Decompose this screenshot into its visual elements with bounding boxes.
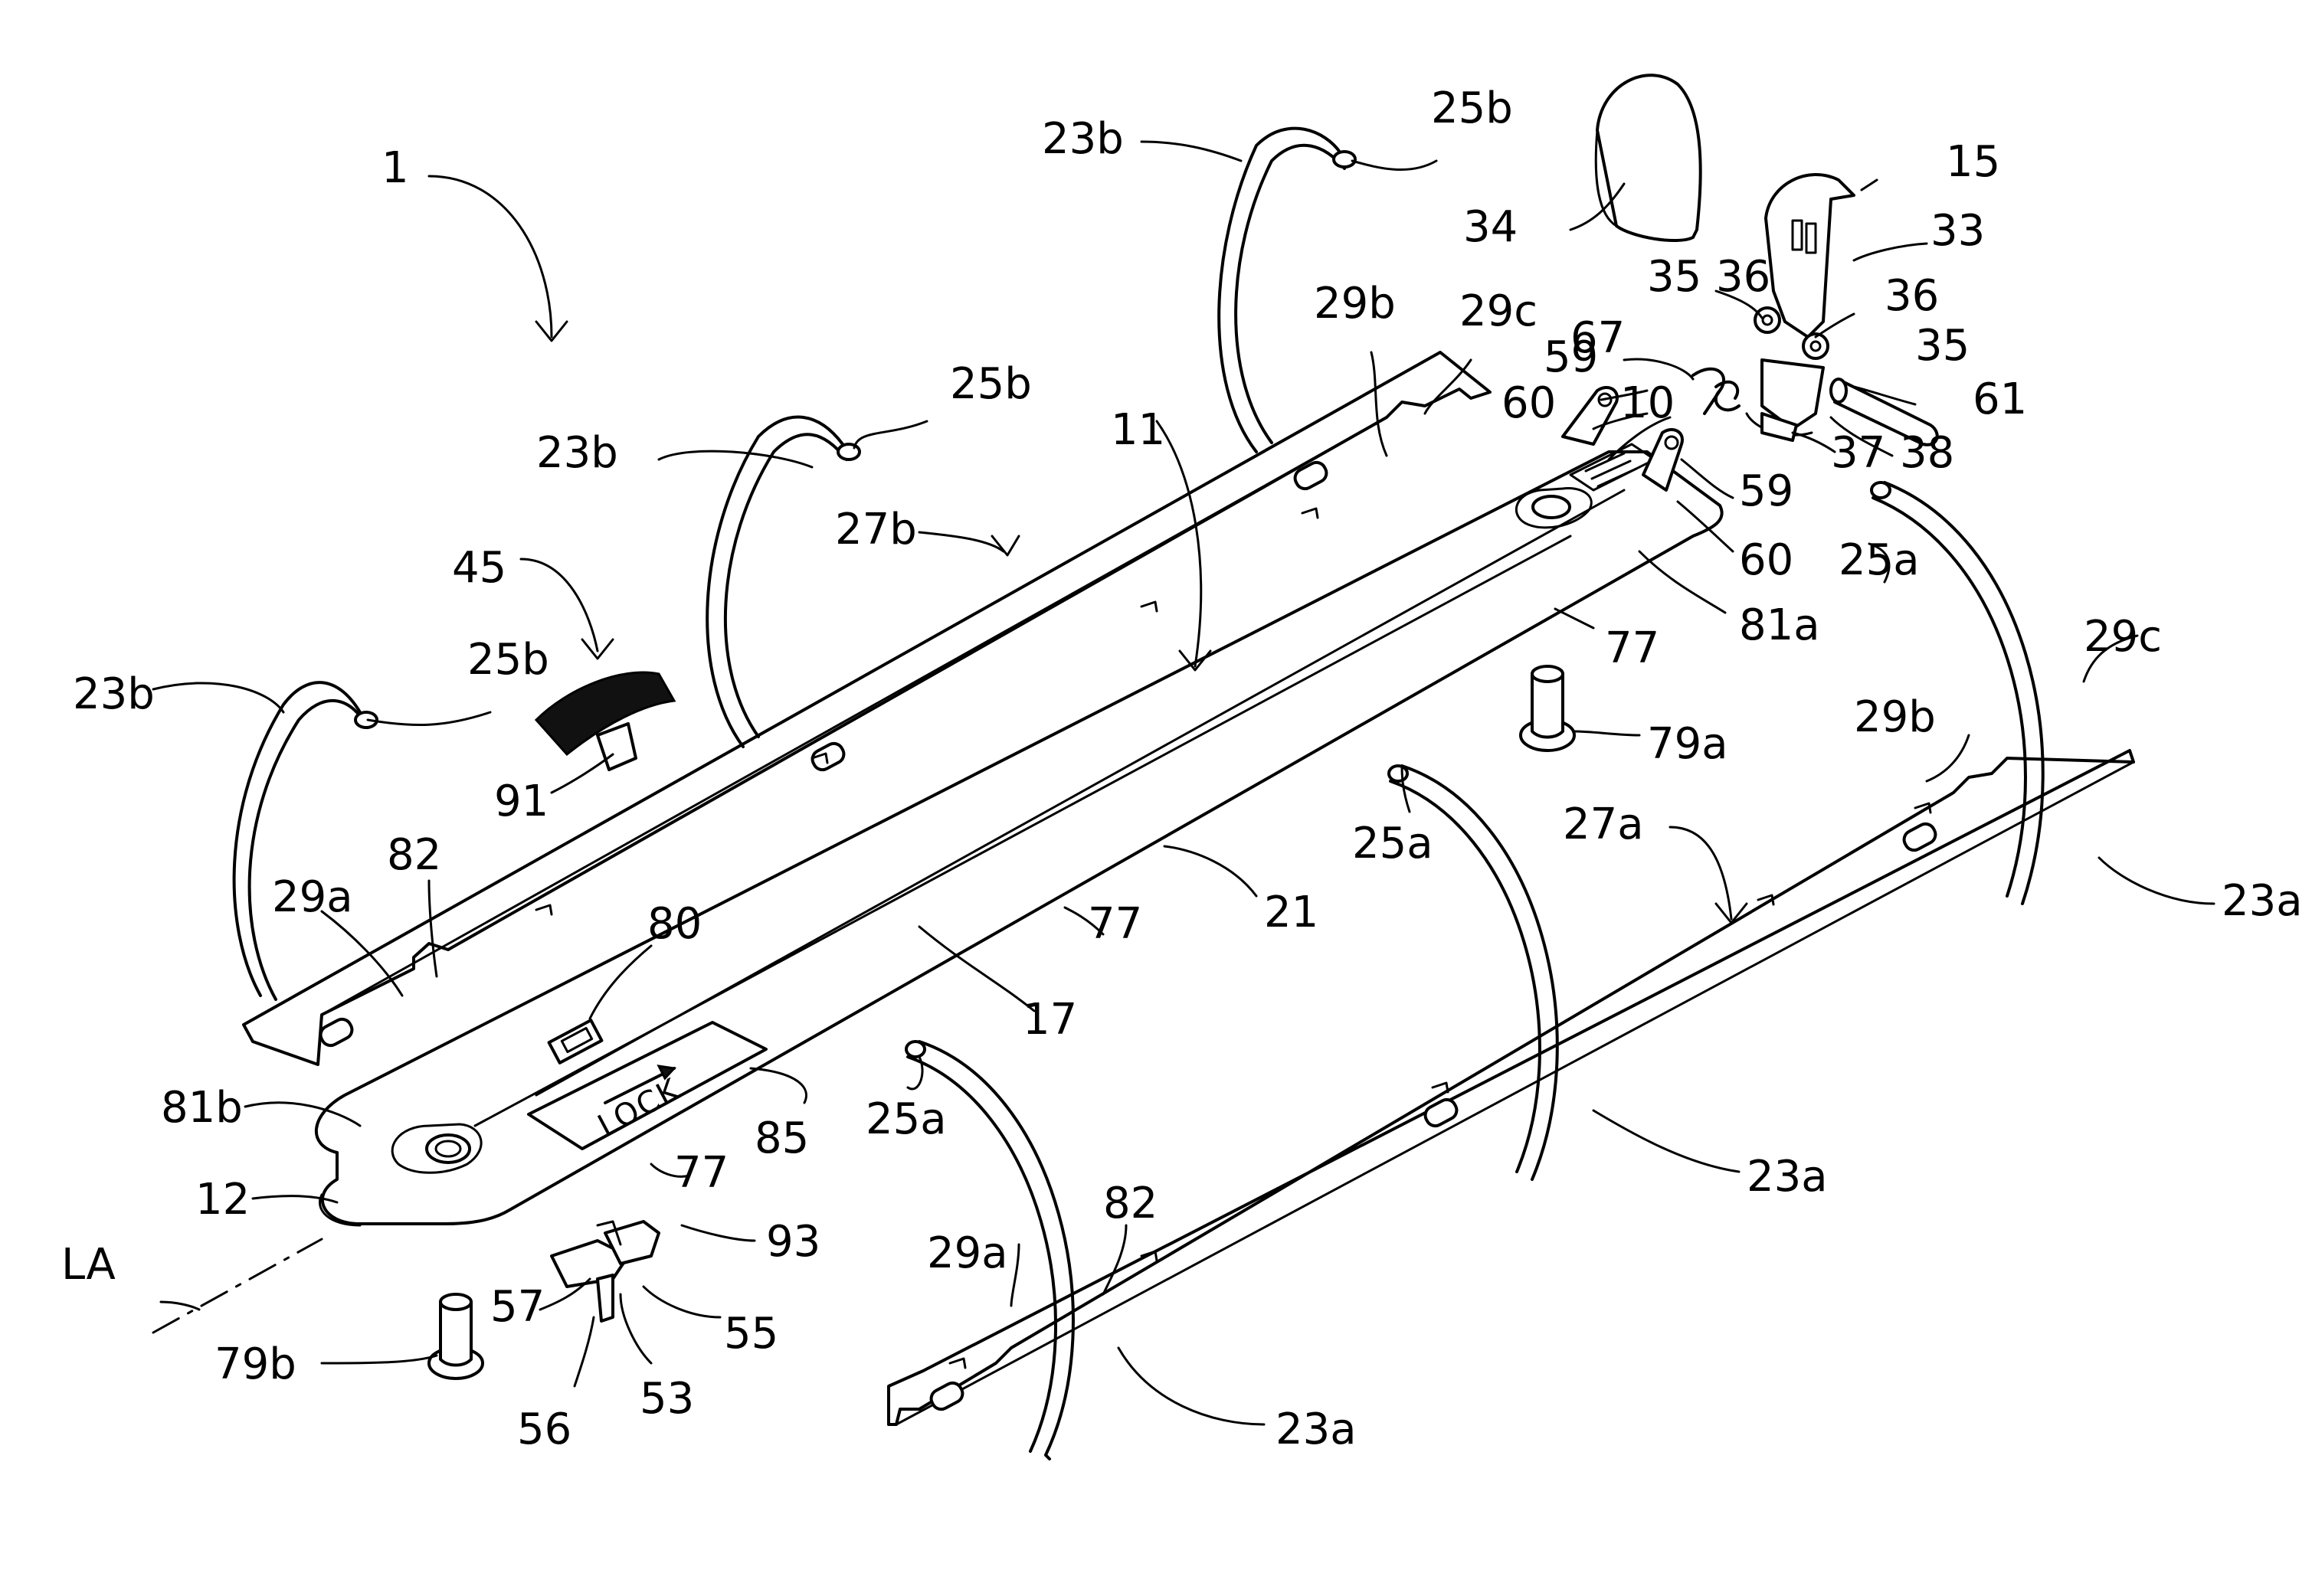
label-60-top: 60 — [1501, 378, 1556, 428]
label-79a: 79a — [1647, 719, 1728, 769]
label-38: 38 — [1900, 428, 1954, 478]
rivet-79a — [1521, 666, 1574, 751]
label-85: 85 — [755, 1114, 809, 1163]
label-25a-right: 25a — [1839, 535, 1920, 585]
label-LA: LA — [61, 1240, 116, 1290]
label-82-bottom: 82 — [1103, 1179, 1158, 1228]
label-37: 37 — [1831, 428, 1885, 478]
spring-67 — [1693, 369, 1739, 414]
label-23b-left: 23b — [73, 669, 155, 719]
axis-la — [153, 1239, 322, 1333]
label-29c-top: 29c — [1459, 286, 1538, 336]
label-29b-right: 29b — [1854, 692, 1936, 742]
ring-23b-left — [234, 682, 377, 999]
label-23a-bottom: 23a — [1276, 1405, 1357, 1454]
trigger-45 — [536, 672, 674, 770]
label-25a-middle: 25a — [1352, 819, 1433, 868]
label-27b: 27b — [835, 505, 917, 554]
label-80: 80 — [647, 899, 702, 949]
label-12: 12 — [195, 1175, 250, 1225]
label-33: 33 — [1930, 206, 1985, 256]
label-93: 93 — [766, 1217, 820, 1267]
label-81b: 81b — [161, 1083, 243, 1133]
end-cover-34 — [1596, 75, 1700, 240]
rivet-79b — [429, 1294, 483, 1379]
label-10: 10 — [1620, 378, 1675, 428]
label-27a: 27a — [1563, 800, 1644, 849]
label-81a: 81a — [1739, 600, 1820, 650]
label-23b-middle: 23b — [536, 428, 618, 478]
label-35-left: 35 — [1647, 252, 1701, 302]
label-15: 15 — [1946, 137, 2000, 187]
label-82-top: 82 — [387, 830, 441, 880]
label-77-bottom: 77 — [674, 1148, 729, 1198]
label-56: 56 — [517, 1405, 571, 1454]
label-29b-top: 29b — [1314, 279, 1396, 329]
label-25b-left: 25b — [467, 635, 549, 685]
label-25b-middle: 25b — [950, 359, 1032, 409]
label-45: 45 — [452, 543, 506, 593]
label-57: 57 — [490, 1282, 545, 1332]
lock-element-53 — [552, 1222, 659, 1321]
label-25b-top: 25b — [1431, 83, 1513, 133]
label-23a-middle: 23a — [1747, 1152, 1828, 1202]
label-35-right: 35 — [1915, 321, 1970, 371]
housing-11 — [316, 444, 1722, 1225]
label-55: 55 — [724, 1309, 778, 1359]
label-25a-left: 25a — [866, 1094, 947, 1144]
label-36-right: 36 — [1885, 271, 1939, 321]
label-23a-right: 23a — [2222, 876, 2303, 926]
label-36-left: 36 — [1716, 252, 1770, 302]
label-77-top: 77 — [1605, 623, 1659, 673]
label-77-middle: 77 — [1088, 899, 1142, 949]
label-91: 91 — [494, 777, 549, 826]
label-21: 21 — [1264, 888, 1318, 937]
label-29a-bottom: 29a — [927, 1228, 1008, 1278]
label-59-top: 59 — [1544, 332, 1598, 382]
label-11: 11 — [1111, 405, 1165, 455]
label-17: 17 — [1023, 995, 1077, 1045]
label-23b-top: 23b — [1042, 114, 1124, 164]
label-59-bottom: 59 — [1739, 466, 1793, 516]
label-60-bottom: 60 — [1739, 535, 1793, 585]
label-29a-top: 29a — [272, 872, 353, 922]
label-1: 1 — [382, 143, 409, 193]
label-34: 34 — [1463, 202, 1518, 252]
label-53: 53 — [640, 1374, 694, 1424]
label-79b: 79b — [214, 1339, 296, 1389]
label-61: 61 — [1973, 374, 2027, 424]
label-29c-right: 29c — [2084, 612, 2162, 662]
